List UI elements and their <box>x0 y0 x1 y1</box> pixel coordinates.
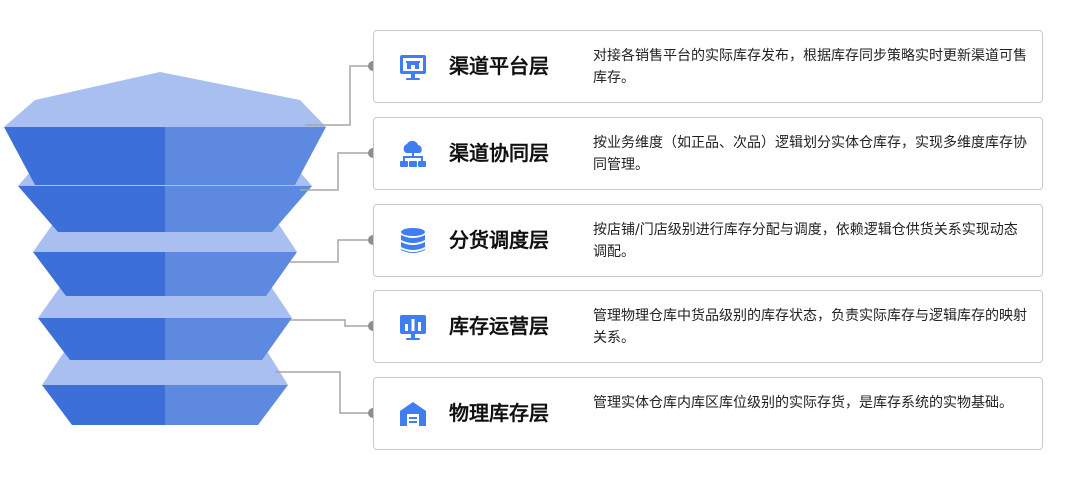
bar-chart-monitor-icon <box>400 315 426 340</box>
layer-card-operation: 库存运营层 管理物理仓库中货品级别的库存状态，负责实际库存与逻辑库存的映射关系。 <box>373 290 1043 363</box>
layer-description: 对接各销售平台的实际库存发布，根据库存同步策略实时更新渠道可售库存。 <box>593 48 1027 86</box>
layer-title: 库存运营层 <box>449 314 549 338</box>
layer-description: 按业务维度（如正品、次品）逻辑划分实体仓库存，实现多维度库存协同管理。 <box>593 135 1027 173</box>
layer-description: 管理实体仓库内库区库位级别的实际存货，是库存系统的实物基础。 <box>593 395 1013 411</box>
cloud-network-icon <box>400 140 426 167</box>
stack-layer-platform <box>4 72 326 185</box>
layer-stack-graphic <box>4 72 326 425</box>
warehouse-icon <box>400 402 426 426</box>
layer-card-platform: 渠道平台层 对接各销售平台的实际库存发布，根据库存同步策略实时更新渠道可售库存。 <box>373 30 1043 103</box>
layer-card-physical: 物理库存层 管理实体仓库内库区库位级别的实际存货，是库存系统的实物基础。 <box>373 377 1043 450</box>
layer-card-collab: 渠道协同层 按业务维度（如正品、次品）逻辑划分实体仓库存，实现多维度库存协同管理… <box>373 117 1043 190</box>
layer-card-dispatch: 分货调度层 按店铺/门店级别进行库存分配与调度，依赖逻辑仓供货关系实现动态调配。 <box>373 204 1043 277</box>
layer-title: 渠道协同层 <box>449 141 549 165</box>
monitor-store-icon <box>400 55 426 80</box>
layer-title: 物理库存层 <box>449 401 549 425</box>
database-icon <box>401 228 425 253</box>
layer-title: 渠道平台层 <box>449 54 549 78</box>
layer-description: 管理物理仓库中货品级别的库存状态，负责实际库存与逻辑库存的映射关系。 <box>593 308 1027 346</box>
layer-title: 分货调度层 <box>449 228 549 252</box>
layer-description: 按店铺/门店级别进行库存分配与调度，依赖逻辑仓供货关系实现动态调配。 <box>593 222 1018 260</box>
